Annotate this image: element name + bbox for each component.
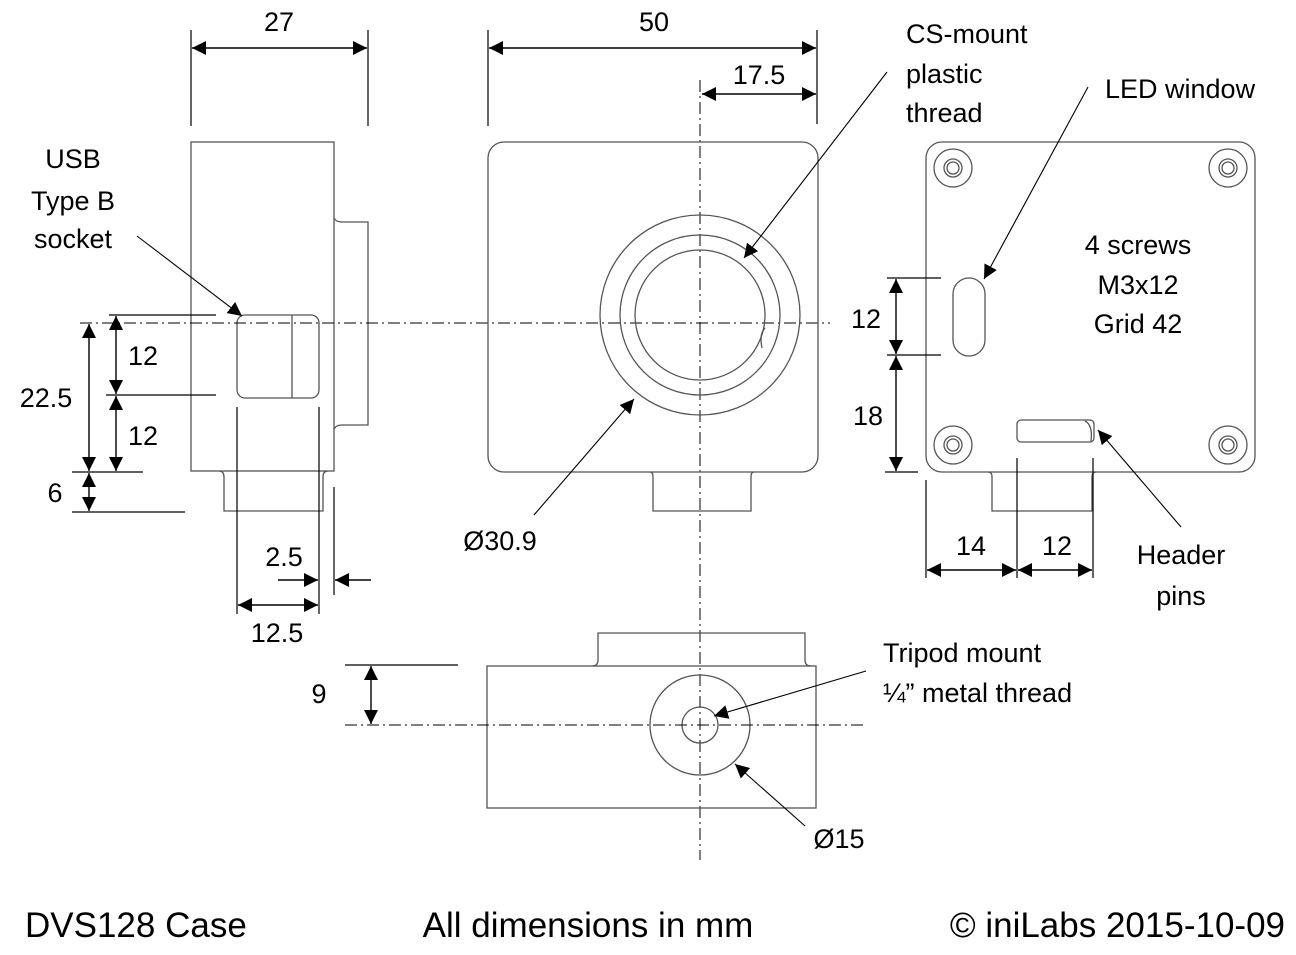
led-window	[952, 277, 986, 357]
screws-note-line1: 4 screws	[1085, 230, 1192, 260]
dim-label-17-5: 17.5	[733, 60, 786, 90]
dim-label-led-12: 12	[851, 304, 881, 334]
tripod-label-line1: Tripod mount	[883, 638, 1042, 668]
screw-bottom-left	[933, 425, 973, 465]
header-pins-leader-arrow	[1097, 429, 1182, 528]
header-pins-label-line2: pins	[1156, 581, 1206, 611]
dim-label-12-5: 12.5	[251, 618, 304, 648]
led-window-label: LED window	[1105, 74, 1256, 104]
cs-mount-label-line1: CS-mount	[906, 19, 1028, 49]
lens-bore	[634, 249, 766, 381]
tripod-leader-arrow	[713, 670, 867, 719]
tripod-label-line2: ¼” metal thread	[883, 678, 1072, 708]
cs-mount-label-line2: plastic	[906, 59, 983, 89]
usb-label-line3: socket	[34, 224, 113, 254]
led-window-leader-arrow	[983, 86, 1089, 280]
cs-mount-leader-arrow	[743, 71, 888, 259]
cs-mount-label-line3: thread	[906, 98, 983, 128]
bottom-lens-protrusion	[591, 632, 812, 667]
header-pins-bevel	[1084, 420, 1093, 442]
header-pins	[1016, 419, 1095, 443]
dim-label-diameter-30-9: Ø30.9	[463, 526, 537, 556]
dim-label-27: 27	[264, 7, 294, 37]
diameter-30-9-leader-arrow	[533, 398, 635, 516]
dim-label-9: 9	[311, 679, 326, 709]
usb-socket-outline	[236, 314, 320, 399]
units-note: All dimensions in mm	[423, 906, 754, 945]
usb-label-line1: USB	[45, 144, 101, 174]
header-pins-label-line1: Header	[1137, 540, 1226, 570]
dim-label-14: 14	[956, 531, 986, 561]
dim-label-50: 50	[639, 7, 669, 37]
dim-label-18: 18	[853, 401, 883, 431]
screws-note-line2: M3x12	[1097, 270, 1178, 300]
bottom-body-outline	[486, 665, 817, 809]
lens-notch	[760, 327, 766, 349]
copyright-note: © iniLabs 2015-10-09	[950, 906, 1285, 945]
usb-leader-arrow	[136, 235, 243, 317]
usb-label-line2: Type B	[31, 186, 115, 216]
front-bottom-boss	[649, 471, 755, 512]
back-view: LED window 4 screws M3x12 Grid 42 12 18 …	[851, 74, 1256, 611]
side-view: 27 USB Type B socket 12 12 22.5 6 2.5 12	[20, 7, 371, 648]
dim-label-diameter-15: Ø15	[813, 824, 864, 854]
back-bottom-boss	[987, 471, 1097, 512]
screws-note-line3: Grid 42	[1094, 309, 1183, 339]
dim-label-pins-12: 12	[1042, 531, 1072, 561]
screw-top-left	[933, 148, 973, 188]
dim-label-22-5: 22.5	[20, 383, 73, 413]
front-body-outline	[487, 141, 819, 473]
dim-label-6: 6	[47, 478, 62, 508]
lens-outer-ring	[599, 214, 801, 416]
bottom-view: 9 Tripod mount ¼” metal thread Ø15	[311, 632, 1072, 854]
back-body-outline	[925, 141, 1256, 473]
dim-label-upper-12: 12	[128, 341, 158, 371]
lens-thread-ring	[619, 234, 781, 396]
screw-bottom-right	[1208, 425, 1248, 465]
dim-label-lower-12: 12	[128, 421, 158, 451]
diameter-15-leader-arrow	[734, 763, 806, 827]
front-view: 50 17.5 CS-mount plastic thread Ø30.9	[463, 7, 1028, 556]
side-bottom-boss	[218, 470, 329, 512]
screw-top-right	[1208, 148, 1248, 188]
drawing-title: DVS128 Case	[25, 906, 247, 945]
side-body-outline	[190, 141, 335, 472]
dim-label-2-5: 2.5	[265, 542, 303, 572]
